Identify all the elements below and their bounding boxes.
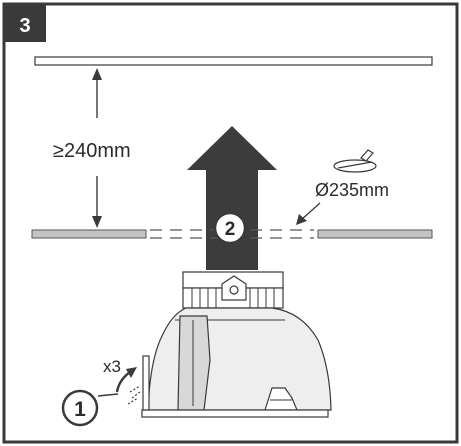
clearance-dimension xyxy=(92,68,102,228)
callout-1-label: 1 xyxy=(74,398,86,421)
rotation-arrow xyxy=(115,367,137,393)
quantity-label: x3 xyxy=(103,357,121,376)
cutout-diameter-label: Ø235mm xyxy=(315,180,389,200)
spring-clip xyxy=(127,355,150,411)
cutout-pointer xyxy=(296,202,321,225)
callout-2: 2 xyxy=(213,211,247,245)
step-number: 3 xyxy=(19,15,30,37)
clearance-label: ≥240mm xyxy=(53,140,131,162)
callout-1: 1 xyxy=(61,389,119,427)
step-badge: 3 xyxy=(4,4,46,42)
insert-direction-arrow xyxy=(187,126,277,270)
cutout-icon xyxy=(333,149,377,173)
upper-ceiling-board xyxy=(34,56,433,66)
callout-2-label: 2 xyxy=(225,219,236,240)
downlight-fixture xyxy=(141,271,332,418)
